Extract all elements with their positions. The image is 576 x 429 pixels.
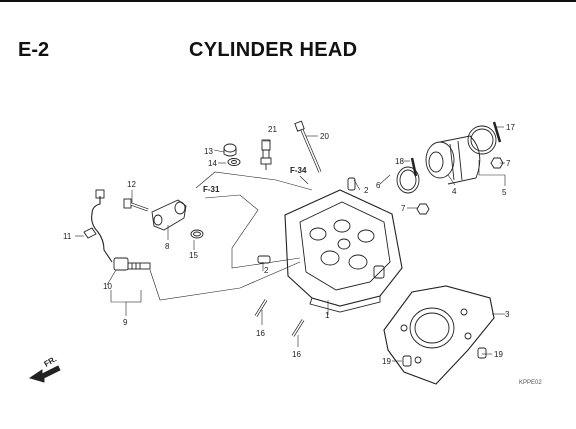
callout-2b: 2 [264,266,269,275]
callout-16-left: 16 [256,329,265,338]
page-title: CYLINDER HEAD [189,39,358,61]
callout-11: 11 [63,232,72,241]
callout-19-left: 19 [382,357,391,366]
callout-1: 1 [325,311,330,320]
top-rule [0,0,576,2]
section-code: E-2 [18,39,50,61]
callout-7-left: 7 [401,204,406,213]
callout-17: 17 [506,123,515,132]
callout-20: 20 [320,132,329,141]
callout-4: 4 [452,187,457,196]
callout-18: 18 [395,157,404,166]
callout-15: 15 [189,251,198,260]
callout-6: 6 [376,181,381,190]
callout-2: 2 [364,186,369,195]
callout-19-right: 19 [494,350,503,359]
callout-16-right: 16 [292,350,301,359]
callout-3: 3 [505,310,510,319]
callout-21: 21 [268,125,277,134]
callout-9: 9 [123,318,128,327]
callout-7-right: 7 [506,159,511,168]
reference-f31: F-31 [203,185,220,194]
callout-13: 13 [204,147,213,156]
part-callouts: 1 2 2 3 4 5 6 7 7 8 9 10 11 12 13 14 15 … [63,123,515,366]
callout-12: 12 [127,180,136,189]
callout-5: 5 [502,188,507,197]
callout-10: 10 [103,282,112,291]
callout-8: 8 [165,242,170,251]
reference-f34: F-34 [290,166,307,175]
diagram-code: KPPE02 [519,380,542,386]
callout-14: 14 [208,159,217,168]
